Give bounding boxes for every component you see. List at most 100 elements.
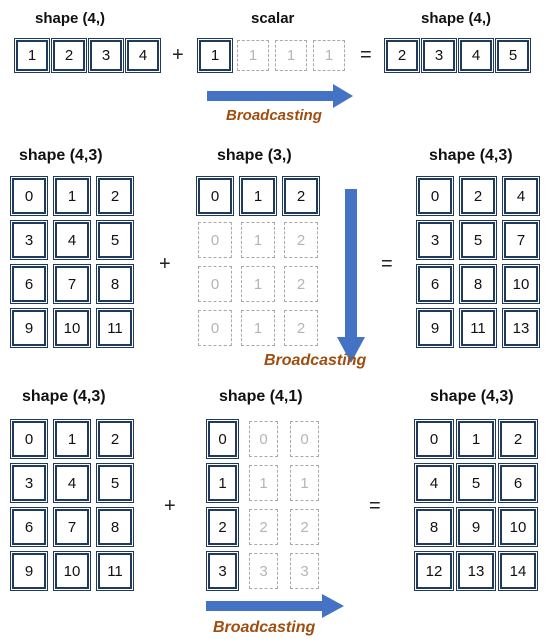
array-cell: 10 [55,310,89,346]
broadcast-ghost-cell: 0 [198,310,232,346]
ex1-broadcast-arrow-icon [207,84,353,108]
array-cell: 12 [416,553,452,589]
array-cell: 8 [98,509,132,545]
plus-operator: + [159,253,171,275]
array-cell: 5 [98,465,132,501]
array-cell: 6 [418,266,452,302]
array-cell: 11 [98,310,132,346]
array-cell: 2 [53,40,85,71]
broadcast-ghost-cell: 0 [249,421,278,457]
broadcast-ghost-cell: 1 [237,40,269,71]
ex3-broadcasting-label: Broadcasting [213,619,316,636]
array-cell: 3 [90,40,122,71]
array-cell: 9 [12,310,46,346]
broadcast-ghost-cell: 2 [290,509,319,545]
broadcast-ghost-cell: 2 [284,222,318,258]
broadcast-ghost-cell: 1 [249,465,278,501]
ex1-b-scalar-label: scalar [251,10,295,27]
ex3-b-shape-label: shape (4,1) [219,388,303,405]
broadcast-ghost-cell: 1 [241,266,275,302]
equals-operator: = [381,253,393,275]
ex2-result-shape-label: shape (4,3) [429,147,513,164]
array-cell: 2 [98,421,132,457]
array-cell: 0 [198,178,232,214]
array-cell: 4 [504,178,538,214]
broadcast-ghost-cell: 3 [290,553,319,589]
array-cell: 5 [461,222,495,258]
array-cell: 0 [416,421,452,457]
broadcast-ghost-cell: 0 [198,266,232,302]
array-cell: 0 [12,178,46,214]
array-cell: 3 [12,222,46,258]
array-cell: 3 [423,40,455,71]
ex2-b-shape-label: shape (3,) [217,147,292,164]
array-cell: 2 [208,509,237,545]
array-cell: 6 [500,465,536,501]
array-cell: 5 [458,465,494,501]
broadcast-ghost-cell: 2 [284,266,318,302]
broadcast-ghost-cell: 1 [241,310,275,346]
array-cell: 8 [461,266,495,302]
array-cell: 11 [461,310,495,346]
array-cell: 13 [458,553,494,589]
broadcast-ghost-cell: 3 [249,553,278,589]
array-cell: 2 [461,178,495,214]
array-cell: 1 [199,40,231,71]
array-cell: 1 [208,465,237,501]
array-cell: 0 [208,421,237,457]
array-cell: 2 [284,178,318,214]
array-cell: 0 [418,178,452,214]
array-cell: 2 [386,40,418,71]
array-cell: 9 [458,509,494,545]
plus-operator: + [164,495,176,517]
array-cell: 11 [98,553,132,589]
ex2-broadcast-arrow-icon [337,189,365,363]
array-cell: 7 [55,266,89,302]
array-cell: 6 [12,266,46,302]
array-cell: 2 [98,178,132,214]
array-cell: 1 [16,40,48,71]
plus-operator: + [172,44,184,66]
ex1-broadcasting-label: Broadcasting [226,107,322,124]
broadcast-ghost-cell: 1 [290,465,319,501]
broadcast-ghost-cell: 0 [198,222,232,258]
array-cell: 0 [12,421,46,457]
array-cell: 7 [504,222,538,258]
broadcast-ghost-cell: 2 [284,310,318,346]
array-cell: 10 [500,509,536,545]
array-cell: 10 [55,553,89,589]
array-cell: 9 [418,310,452,346]
array-cell: 6 [12,509,46,545]
array-cell: 1 [241,178,275,214]
ex2-broadcasting-label: Broadcasting [264,352,367,369]
array-cell: 8 [416,509,452,545]
ex1-result-shape-label: shape (4,) [421,10,492,27]
array-cell: 4 [55,465,89,501]
array-cell: 1 [55,178,89,214]
array-cell: 9 [12,553,46,589]
equals-operator: = [360,44,372,66]
broadcast-ghost-cell: 1 [241,222,275,258]
ex2-a-shape-label: shape (4,3) [19,147,103,164]
ex3-result-shape-label: shape (4,3) [430,388,514,405]
broadcast-ghost-cell: 0 [290,421,319,457]
array-cell: 10 [504,266,538,302]
ex3-broadcast-arrow-icon [206,594,344,618]
ex3-a-shape-label: shape (4,3) [22,388,106,405]
array-cell: 4 [416,465,452,501]
array-cell: 13 [504,310,538,346]
array-cell: 14 [500,553,536,589]
array-cell: 3 [12,465,46,501]
array-cell: 8 [98,266,132,302]
array-cell: 2 [500,421,536,457]
broadcast-ghost-cell: 2 [249,509,278,545]
broadcast-ghost-cell: 1 [275,40,307,71]
array-cell: 5 [497,40,529,71]
array-cell: 4 [127,40,159,71]
array-cell: 1 [55,421,89,457]
equals-operator: = [369,495,381,517]
array-cell: 3 [208,553,237,589]
ex1-a-shape-label: shape (4,) [35,10,106,27]
array-cell: 1 [458,421,494,457]
array-cell: 4 [55,222,89,258]
